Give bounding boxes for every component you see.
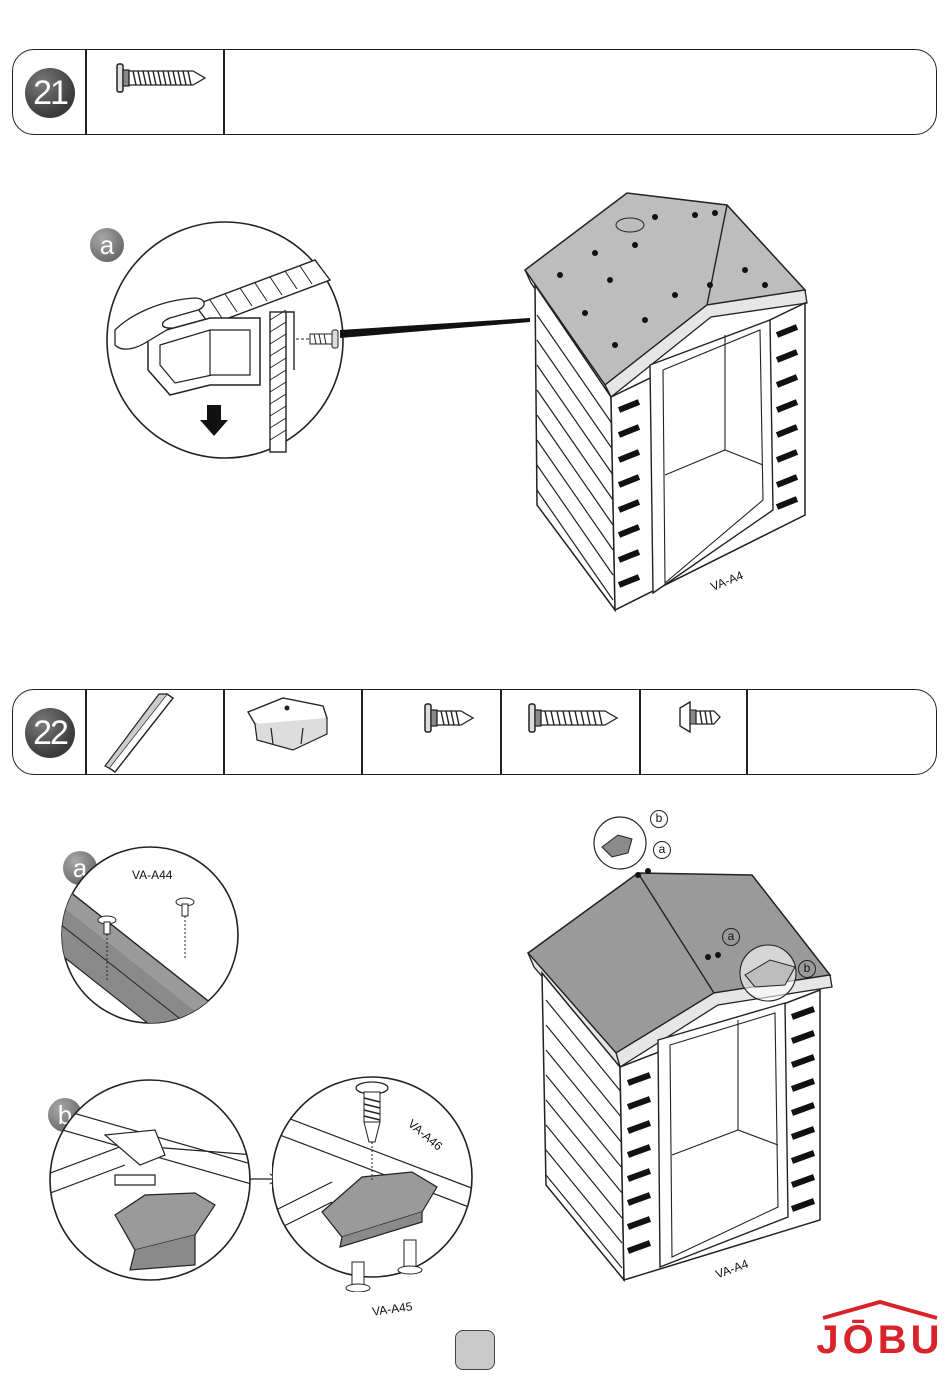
step-number-badge: 21 [25, 68, 75, 118]
divider [223, 690, 225, 774]
divider [500, 690, 502, 774]
step22-shed-drawing [520, 805, 840, 1295]
step22-detail-b-magnifier-right [272, 1072, 482, 1292]
jobu-logo: JŌBU [815, 1298, 945, 1373]
logo-text: JŌBU [815, 1318, 945, 1363]
step21-shed-drawing [515, 185, 835, 625]
step-21-parts-bar: 21 [12, 49, 937, 135]
step-number-badge: 22 [25, 708, 75, 758]
step22-a-screw-label: VA-A44 [132, 868, 172, 882]
step-22-parts-bar: 22 [12, 689, 937, 775]
callout-a-middle: a [722, 928, 740, 946]
divider [639, 690, 641, 774]
long-screw-part-icon [525, 698, 625, 738]
step22-detail-b-magnifier-left [45, 1075, 255, 1285]
long-screw-part-icon [113, 58, 213, 98]
step22-b-bottom-screws-label: VA-A45 [371, 1299, 413, 1318]
divider [223, 50, 225, 134]
callout-b-right: b [798, 960, 816, 978]
callout-connector [340, 310, 540, 350]
callout-a-top: a [653, 841, 671, 859]
divider [746, 690, 748, 774]
ridge-cap-part-icon [243, 694, 333, 754]
page-number-box [455, 1330, 495, 1370]
divider [85, 50, 87, 134]
divider [361, 690, 363, 774]
divider [85, 690, 87, 774]
callout-b-top: b [650, 810, 668, 828]
self-drilling-screw-part-icon [676, 698, 736, 738]
step21-detail-a-magnifier [100, 220, 360, 465]
ridge-strip-part-icon [101, 692, 181, 774]
short-screw-part-icon [421, 698, 481, 738]
